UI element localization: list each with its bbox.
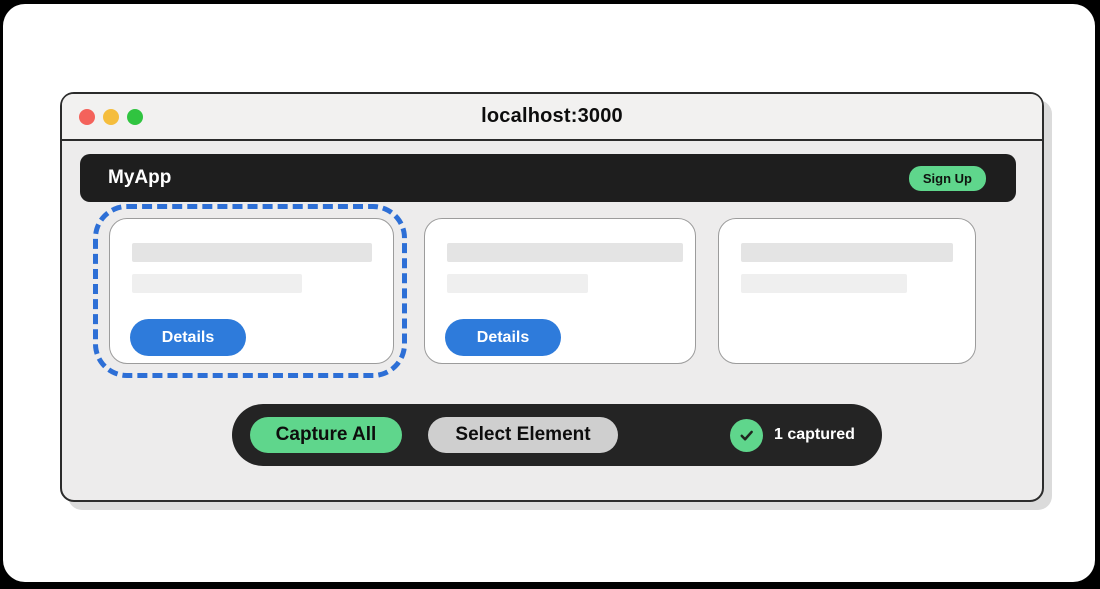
select-element-button[interactable]: Select Element [428, 417, 618, 453]
maximize-window-icon[interactable] [127, 108, 143, 125]
details-button-2[interactable]: Details [445, 319, 561, 356]
selection-outline [93, 204, 407, 378]
captured-count-label: 1 captured [774, 426, 855, 443]
skeleton-line [447, 274, 588, 293]
skeleton-line [741, 274, 907, 293]
window-controls [79, 94, 143, 139]
check-icon [730, 418, 763, 452]
sign-up-button[interactable]: Sign Up [908, 165, 986, 191]
close-window-icon[interactable] [79, 108, 95, 125]
app-navbar: MyApp Sign Up [80, 154, 1016, 202]
app-logo: MyApp [108, 167, 172, 188]
browser-window: localhost:3000 MyApp Sign Up Details Det… [60, 92, 1044, 502]
capture-all-button[interactable]: Capture All [250, 417, 402, 453]
address-bar-url: localhost:3000 [481, 105, 623, 127]
card-2[interactable]: Details [424, 218, 696, 364]
skeleton-line [447, 243, 683, 262]
skeleton-line [132, 243, 372, 262]
capture-status: 1 captured [730, 418, 855, 452]
card-1[interactable]: Details [109, 218, 394, 364]
illustration-canvas: localhost:3000 MyApp Sign Up Details Det… [3, 4, 1095, 582]
browser-titlebar: localhost:3000 [62, 94, 1042, 141]
minimize-window-icon[interactable] [103, 108, 119, 125]
details-button-1[interactable]: Details [130, 319, 246, 356]
capture-toolbar: Capture All Select Element 1 captured [232, 404, 882, 466]
card-3[interactable] [718, 218, 976, 364]
skeleton-line [132, 274, 302, 293]
skeleton-line [741, 243, 953, 262]
